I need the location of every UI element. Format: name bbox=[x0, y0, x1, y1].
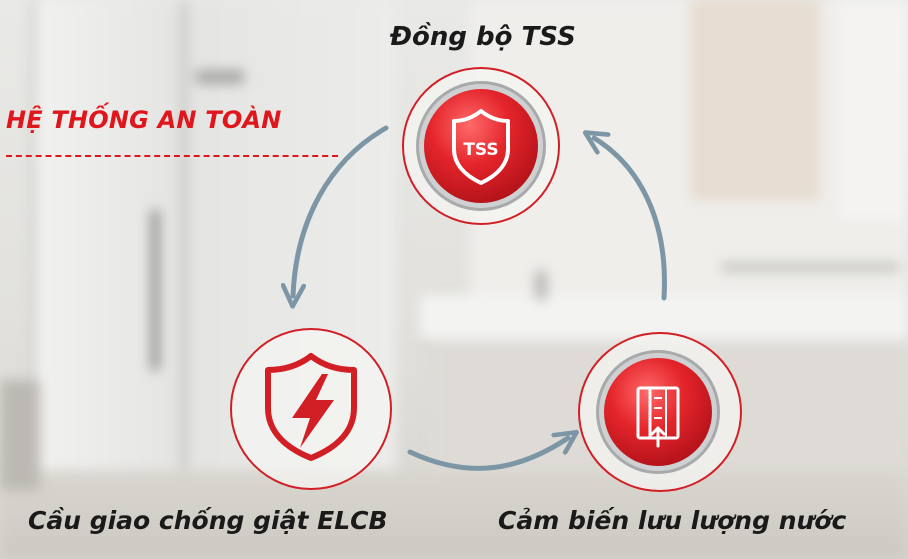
tss-badge-text: TSS bbox=[463, 140, 498, 160]
arrow-left-to-right bbox=[407, 438, 568, 471]
tss-badge: TSS bbox=[402, 67, 560, 225]
tss-coin: TSS bbox=[424, 89, 538, 203]
flow-sensor-icon bbox=[636, 386, 680, 448]
flow-sensor-badge bbox=[578, 332, 742, 492]
title-underline bbox=[6, 155, 338, 157]
section-title: HỆ THỐNG AN TOÀN bbox=[6, 106, 282, 134]
shield-lightning-icon bbox=[265, 353, 357, 461]
feature-label-tss: Đồng bộ TSS bbox=[390, 22, 576, 52]
flow-sensor-coin bbox=[604, 358, 712, 466]
shield-tss-icon: TSS bbox=[452, 109, 510, 185]
arrow-top-to-left bbox=[293, 125, 389, 296]
feature-label-flow-sensor: Cảm biến lưu lượng nước bbox=[498, 506, 847, 535]
elcb-badge bbox=[230, 328, 392, 490]
arrow-right-to-top bbox=[594, 138, 667, 301]
feature-label-elcb: Cầu giao chống giật ELCB bbox=[28, 506, 388, 535]
